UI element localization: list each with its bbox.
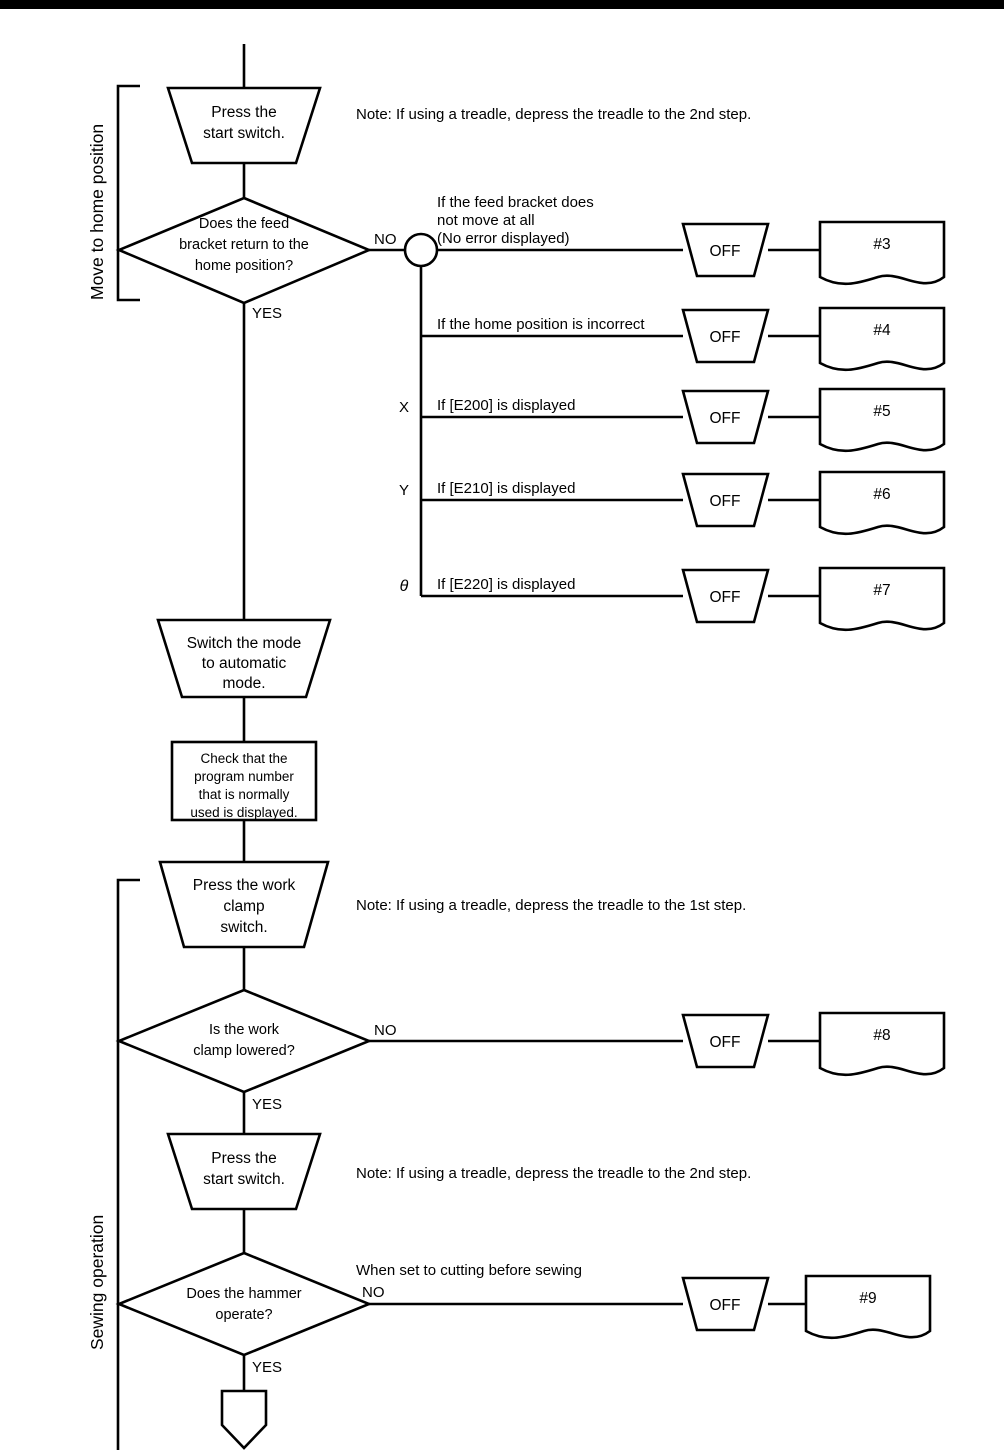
shape-doc-8 <box>818 1011 946 1077</box>
branch-3-condition-line2: not move at all <box>437 212 535 229</box>
node-press-work-clamp-line3: switch. <box>220 919 267 936</box>
node-press-start-1-line1: Press the <box>211 104 276 121</box>
branch-7-axis: θ <box>400 578 409 595</box>
branch-6-action: OFF <box>710 493 741 510</box>
node-decision-clamp-line2: clamp lowered? <box>193 1043 295 1059</box>
shape-doc-9 <box>804 1274 932 1340</box>
branch-5-action: OFF <box>710 410 741 427</box>
note-cutting: When set to cutting before sewing <box>356 1262 582 1279</box>
shape-off-4 <box>681 308 770 364</box>
node-check-program-line1: Check that the <box>200 751 287 766</box>
branch-4-action: OFF <box>710 329 741 346</box>
branch-4-ref: #4 <box>873 322 891 339</box>
branch-9-action: OFF <box>710 1297 741 1314</box>
node-switch-mode-line2: to automatic <box>202 655 287 672</box>
shape-decision-clamp <box>115 988 373 1094</box>
shape-switch-mode <box>156 618 332 699</box>
note-start-1: Note: If using a treadle, depress the tr… <box>356 106 751 123</box>
shape-doc-3 <box>818 220 946 286</box>
bracket-move-home <box>116 84 140 302</box>
shape-press-work-clamp <box>158 860 330 949</box>
section-label-sewing: Sewing operation <box>87 1215 107 1350</box>
branch-3-action: OFF <box>710 243 741 260</box>
branch-9-ref: #9 <box>859 1290 876 1307</box>
shape-press-start-1 <box>166 86 322 165</box>
branch-8-action: OFF <box>710 1034 741 1051</box>
shape-doc-5 <box>818 387 946 453</box>
node-decision-hammer-line2: operate? <box>215 1307 272 1323</box>
branch-5-ref: #5 <box>873 403 890 420</box>
shape-junction-circle <box>403 232 439 268</box>
note-start-2: Note: If using a treadle, depress the tr… <box>356 1165 751 1182</box>
shape-continue-arrow <box>220 1389 268 1450</box>
node-decision-home-line3: home position? <box>195 258 293 274</box>
shape-doc-6 <box>818 470 946 536</box>
node-check-program-line3: that is normally <box>199 787 290 802</box>
shape-doc-4 <box>818 306 946 372</box>
bracket-sewing <box>116 878 140 1450</box>
node-switch-mode-line3: mode. <box>222 675 265 692</box>
node-press-start-2-line2: start switch. <box>203 1171 285 1188</box>
node-decision-home-line1: Does the feed <box>199 216 289 232</box>
note-work-clamp: Note: If using a treadle, depress the tr… <box>356 897 746 914</box>
edge-label-home-yes: YES <box>252 305 282 322</box>
edge-label-home-no: NO <box>374 231 397 248</box>
branch-3-condition-line1: If the feed bracket does <box>437 194 594 211</box>
node-decision-clamp-line1: Is the work <box>209 1022 280 1038</box>
edge-label-hammer-no: NO <box>362 1284 385 1301</box>
branch-4-condition-line1: If the home position is incorrect <box>437 316 645 333</box>
branch-3-condition-line3: (No error displayed) <box>437 230 570 247</box>
shape-off-8 <box>681 1013 770 1069</box>
node-press-work-clamp-line2: clamp <box>223 898 264 915</box>
branch-7-action: OFF <box>710 589 741 606</box>
branch-7-condition-line1: If [E220] is displayed <box>437 576 575 593</box>
shape-off-7 <box>681 568 770 624</box>
shape-off-5 <box>681 389 770 445</box>
shape-off-3 <box>681 222 770 278</box>
shape-off-6 <box>681 472 770 528</box>
branch-5-condition-line1: If [E200] is displayed <box>437 397 575 414</box>
branch-6-ref: #6 <box>873 486 890 503</box>
branch-6-axis: Y <box>399 482 409 499</box>
node-check-program-line4: used is displayed. <box>190 805 297 820</box>
shape-doc-7 <box>818 566 946 632</box>
node-press-start-2-line1: Press the <box>211 1150 276 1167</box>
section-label-move-home: Move to home position <box>87 124 107 300</box>
branch-5-axis: X <box>399 399 409 416</box>
branch-7-ref: #7 <box>873 582 890 599</box>
shape-off-9 <box>681 1276 770 1332</box>
page-top-rule <box>0 0 1004 9</box>
node-press-start-1-line2: start switch. <box>203 125 285 142</box>
branch-6-condition-line1: If [E210] is displayed <box>437 480 575 497</box>
node-check-program-line2: program number <box>194 769 294 784</box>
shape-check-program <box>170 740 318 822</box>
shape-press-start-2 <box>166 1132 322 1211</box>
node-switch-mode-line1: Switch the mode <box>187 635 302 652</box>
branch-8-ref: #8 <box>873 1027 890 1044</box>
branch-3-ref: #3 <box>873 236 890 253</box>
edge-label-clamp-yes: YES <box>252 1096 282 1113</box>
edge-label-clamp-no: NO <box>374 1022 397 1039</box>
edge-label-hammer-yes: YES <box>252 1359 282 1376</box>
node-decision-home-line2: bracket return to the <box>179 237 309 253</box>
shape-decision-hammer <box>115 1251 373 1357</box>
shape-decision-home <box>115 196 373 305</box>
node-press-work-clamp-line1: Press the work <box>193 877 296 894</box>
node-decision-hammer-line1: Does the hammer <box>186 1286 301 1302</box>
